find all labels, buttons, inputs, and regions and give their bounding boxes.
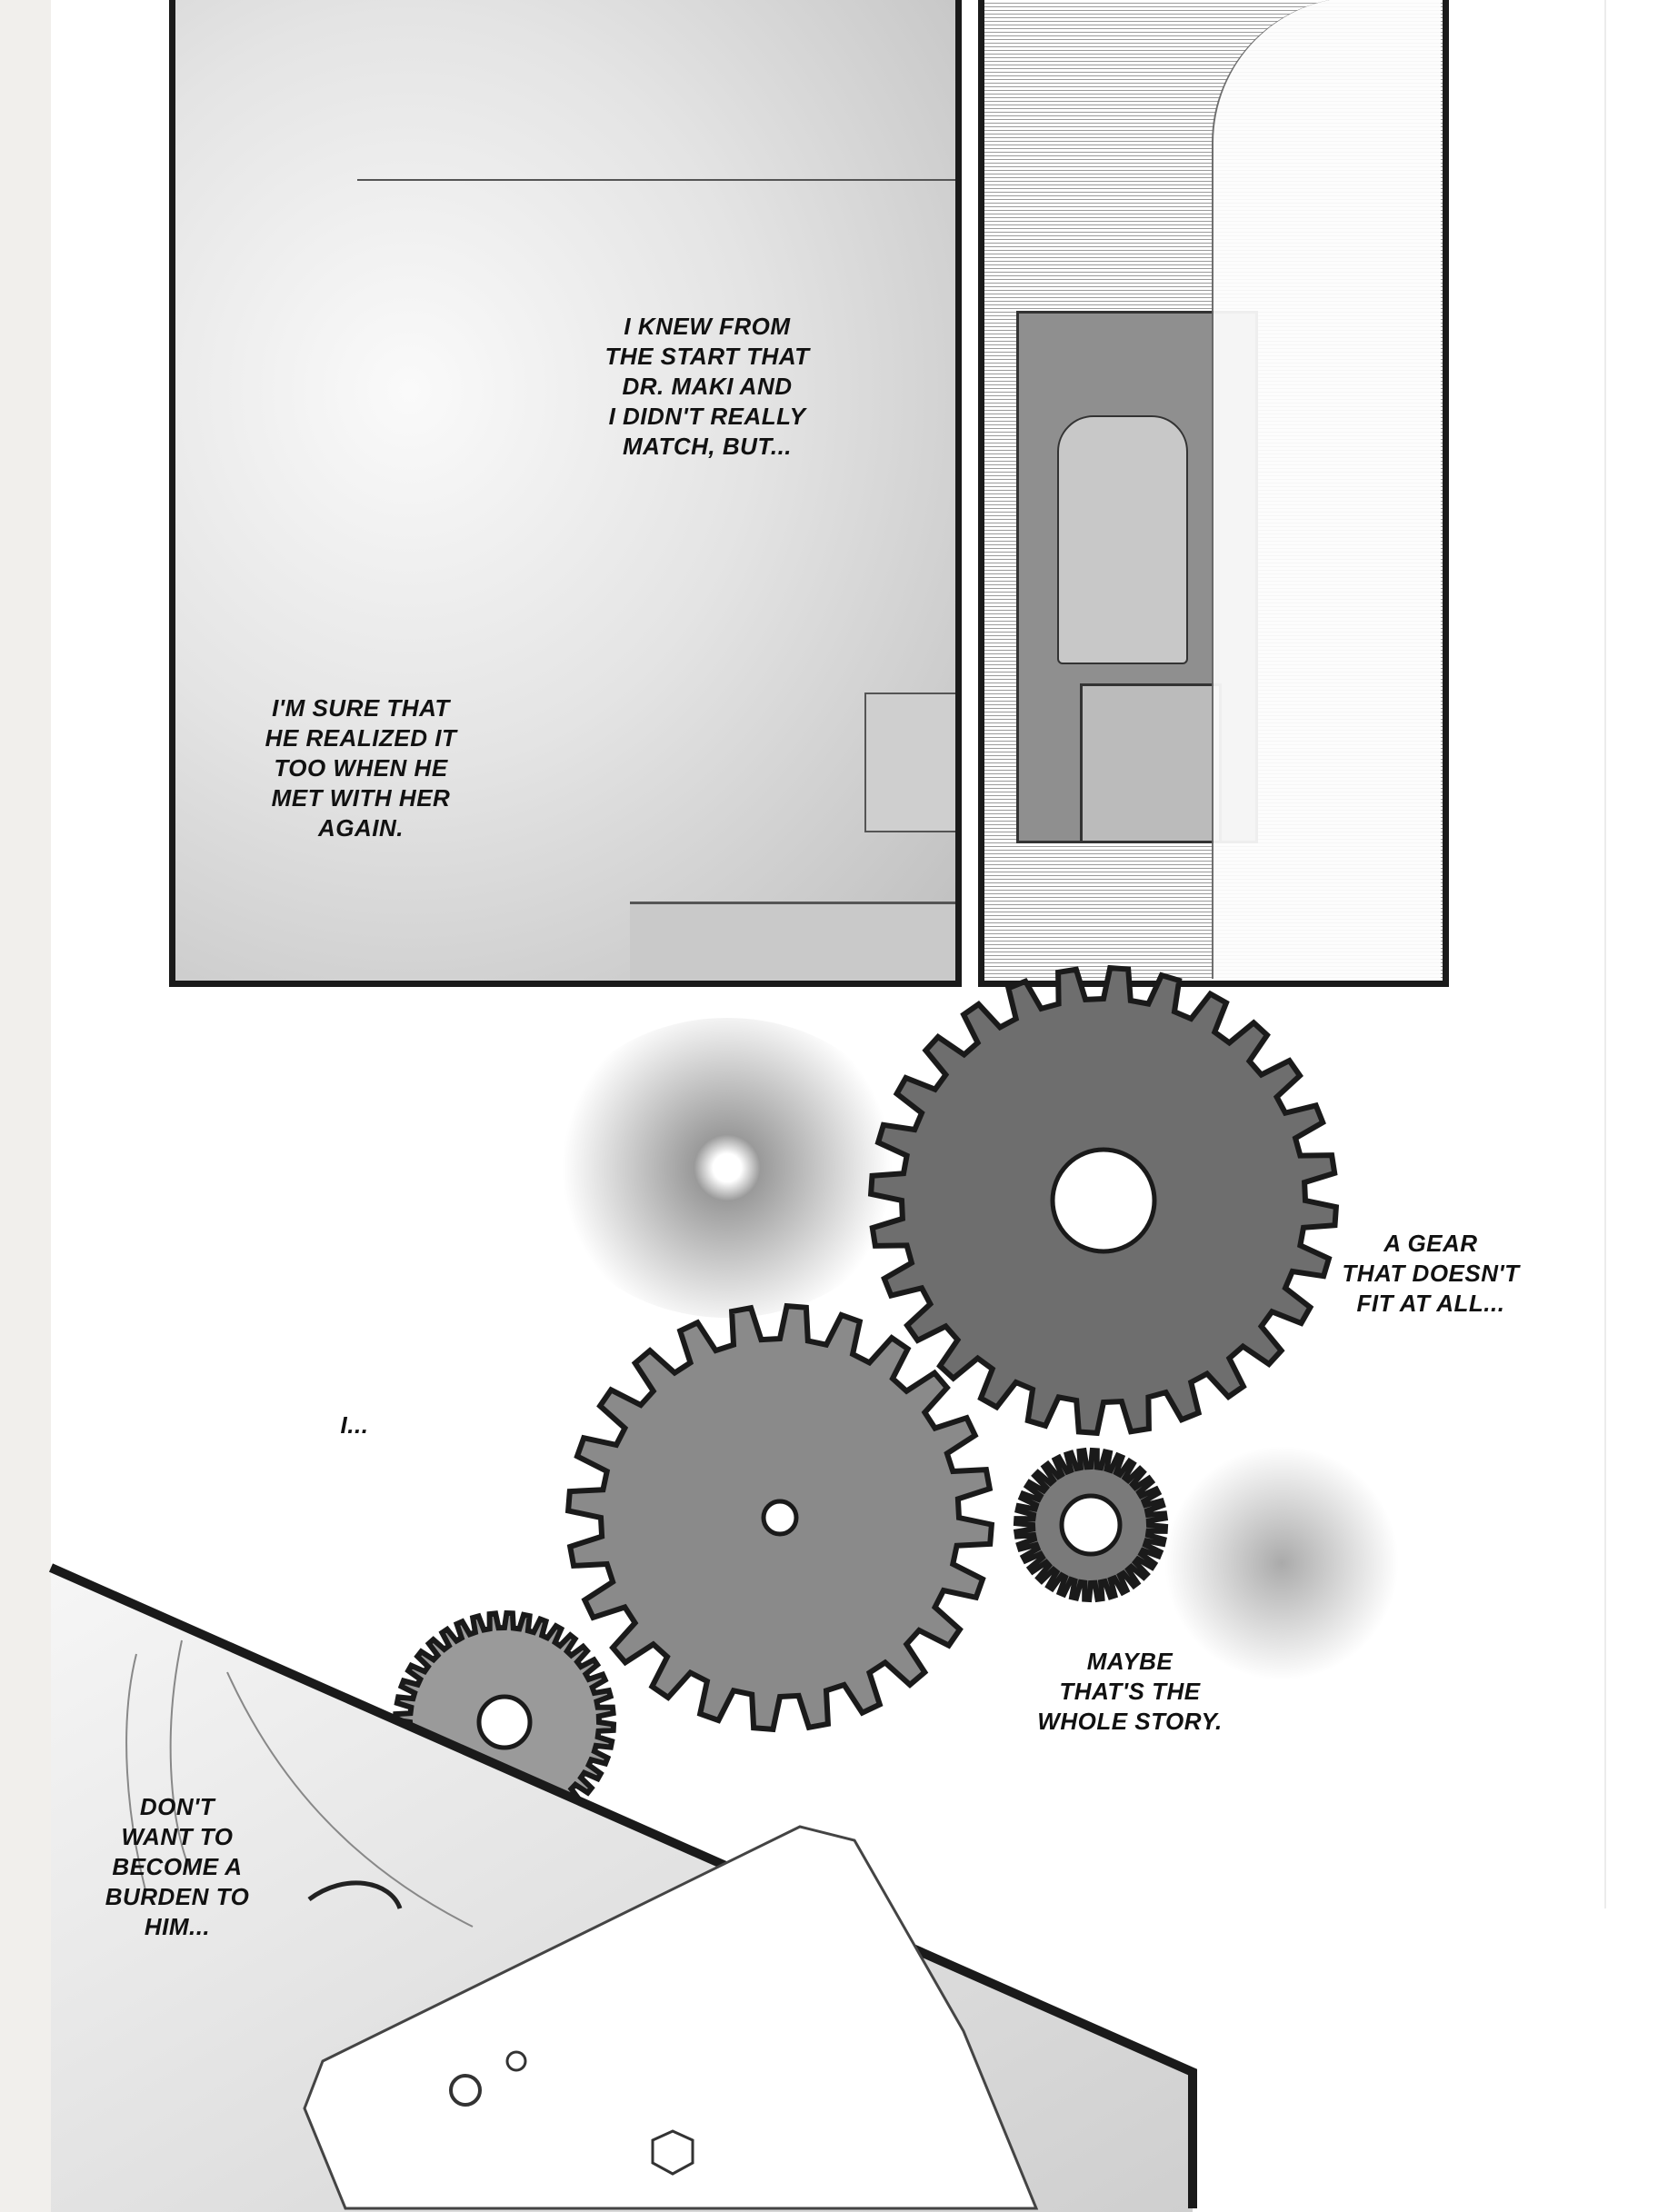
phone-logo-icon [651, 2129, 694, 2176]
caption-knew-from-start: I KNEW FROM THE START THAT DR. MAKI AND … [604, 313, 810, 460]
tone-blob [1164, 1445, 1400, 1681]
caption-i: I... [340, 1411, 369, 1439]
large-gear-hole [1050, 1147, 1157, 1254]
phone-camera-icon [449, 2074, 482, 2107]
panel-office-room [169, 0, 962, 987]
caption-whole-story: MAYBE THAT'S THE WHOLE STORY. [1037, 1648, 1223, 1735]
caption-burden: DON'T WANT TO BECOME A BURDEN TO HIM... [105, 1793, 250, 1940]
page-edge-line [1604, 0, 1606, 1908]
cabinet [630, 902, 955, 981]
phone-flash-icon [505, 2050, 527, 2072]
tiny-gear-hole [476, 1694, 533, 1750]
woman-figure [1212, 0, 1441, 979]
panel-woman-watching [978, 0, 1449, 987]
ceiling-line [357, 179, 955, 181]
boxes [864, 692, 955, 832]
drawer-cabinet [1080, 683, 1222, 843]
phone [303, 1825, 1039, 2210]
panel-border [48, 1563, 1197, 2208]
tone-blob [545, 1018, 909, 1318]
page-margin [0, 0, 51, 2212]
small-gear-hole [1059, 1493, 1123, 1557]
eye [307, 1880, 403, 1909]
hair-lines [125, 1639, 474, 1928]
man-silhouette [1057, 415, 1188, 664]
caption-sure-he-realized: I'M SURE THAT HE REALIZED IT TOO WHEN HE… [265, 694, 457, 842]
medium-gear-hole [761, 1499, 799, 1537]
caption-gear-doesnt-fit: A GEAR THAT DOESN'T FIT AT ALL... [1342, 1230, 1520, 1317]
